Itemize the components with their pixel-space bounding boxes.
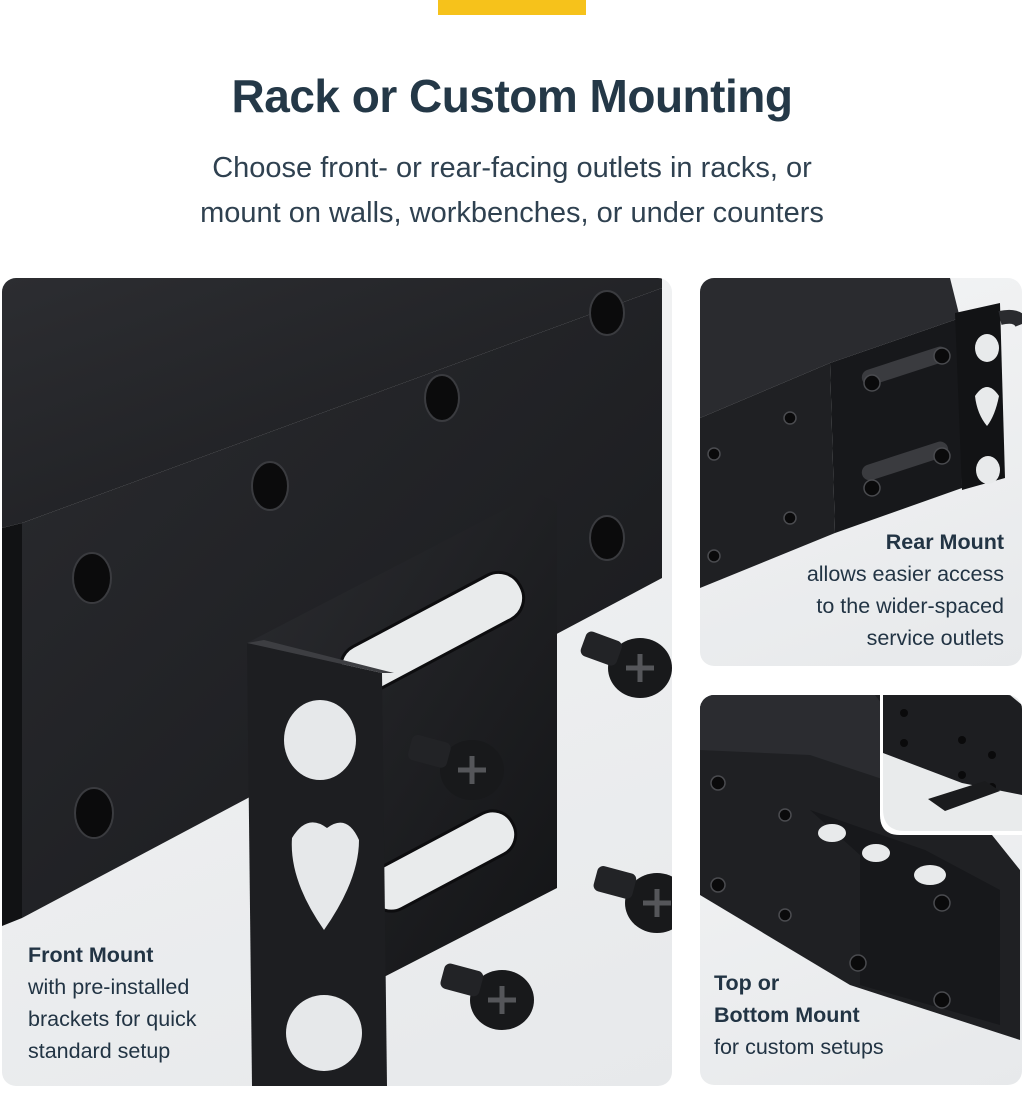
front-mount-heading: Front Mount xyxy=(28,943,154,967)
rear-mount-line-2: to the wider-spaced xyxy=(816,594,1004,618)
rear-mount-image xyxy=(700,278,1022,588)
page-title: Rack or Custom Mounting xyxy=(231,70,793,122)
top-mount-panel: Top or Bottom Mount for custom setups xyxy=(700,695,1022,1085)
rear-mount-heading: Rear Mount xyxy=(885,530,1004,554)
top-mount-image xyxy=(700,695,1022,1040)
accent-bar xyxy=(438,0,586,15)
rear-mount-line-3: service outlets xyxy=(866,626,1004,650)
rear-mount-panel: Rear Mount allows easier access to the w… xyxy=(700,278,1022,666)
subtitle-line-2: mount on walls, workbenches, or under co… xyxy=(200,197,824,229)
top-mount-line-1: for custom setups xyxy=(714,1035,884,1059)
front-mount-line-2: brackets for quick xyxy=(28,1007,197,1031)
rear-mount-line-1: allows easier access xyxy=(806,562,1004,586)
front-mount-line-1: with pre-installed xyxy=(28,975,190,999)
front-mount-image xyxy=(2,278,672,1086)
front-mount-line-3: standard setup xyxy=(28,1039,171,1063)
top-mount-heading-line-1: Top or xyxy=(714,971,780,995)
front-mount-caption: Front Mount with pre-installed brackets … xyxy=(28,939,288,1067)
front-mount-panel: Front Mount with pre-installed brackets … xyxy=(2,278,672,1086)
top-mount-caption: Top or Bottom Mount for custom setups xyxy=(714,967,954,1063)
rear-mount-caption: Rear Mount allows easier access to the w… xyxy=(744,526,1004,654)
page-subtitle: Choose front- or rear-facing outlets in … xyxy=(112,146,912,236)
screws xyxy=(408,631,672,1030)
top-mount-heading-line-2: Bottom Mount xyxy=(714,1003,860,1027)
subtitle-line-1: Choose front- or rear-facing outlets in … xyxy=(212,152,812,184)
